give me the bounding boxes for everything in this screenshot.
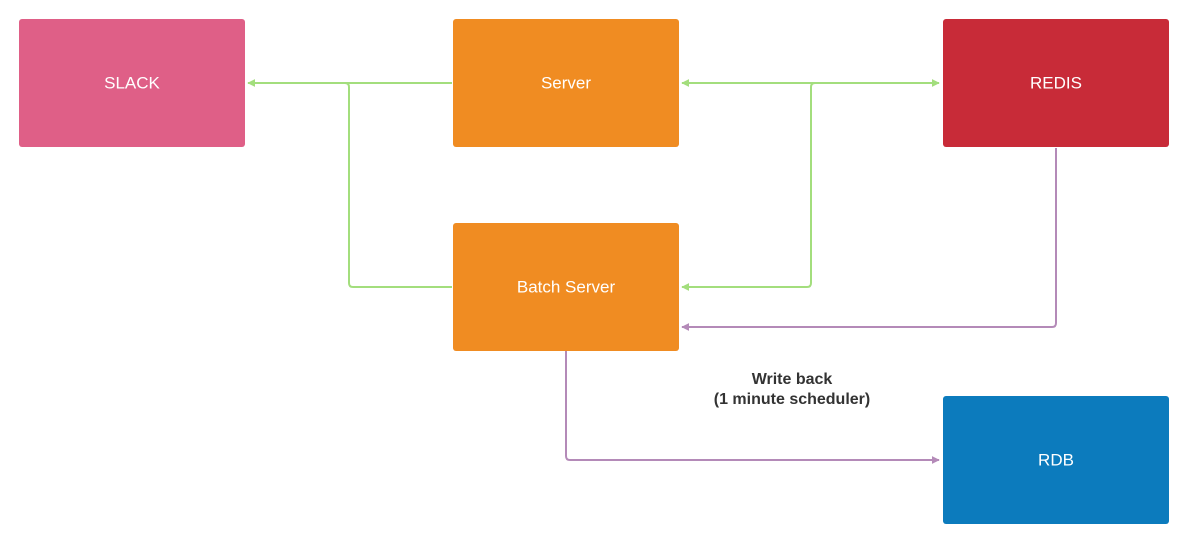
node-slack-box <box>19 19 245 147</box>
node-rdb-box <box>943 396 1169 524</box>
node-slack-label: SLACK <box>104 74 160 93</box>
node-redis-box <box>943 19 1169 147</box>
edge-redis-to-batch <box>681 82 816 291</box>
node-server[interactable]: Server <box>453 19 679 147</box>
node-batch-server[interactable]: Batch Server <box>453 223 679 351</box>
write-back-annotation: Write back (1 minute scheduler) <box>714 371 870 408</box>
annotation-line-1: Write back <box>752 371 833 388</box>
node-rdb[interactable]: RDB <box>943 396 1169 524</box>
node-redis[interactable]: REDIS <box>943 19 1169 147</box>
edge-redis-to-batch-purple <box>681 148 1057 331</box>
node-rdb-label: RDB <box>1038 451 1074 470</box>
edges <box>247 79 1057 464</box>
node-redis-label: REDIS <box>1030 74 1082 93</box>
node-server-label: Server <box>541 74 591 93</box>
edge-batch-to-rdb <box>565 351 940 464</box>
node-batch-server-label: Batch Server <box>517 278 616 297</box>
node-slack[interactable]: SLACK <box>19 19 245 147</box>
node-batch-server-box <box>453 223 679 351</box>
annotation-line-2: (1 minute scheduler) <box>714 391 870 408</box>
edge-batch-to-slack <box>340 82 452 288</box>
node-server-box <box>453 19 679 147</box>
